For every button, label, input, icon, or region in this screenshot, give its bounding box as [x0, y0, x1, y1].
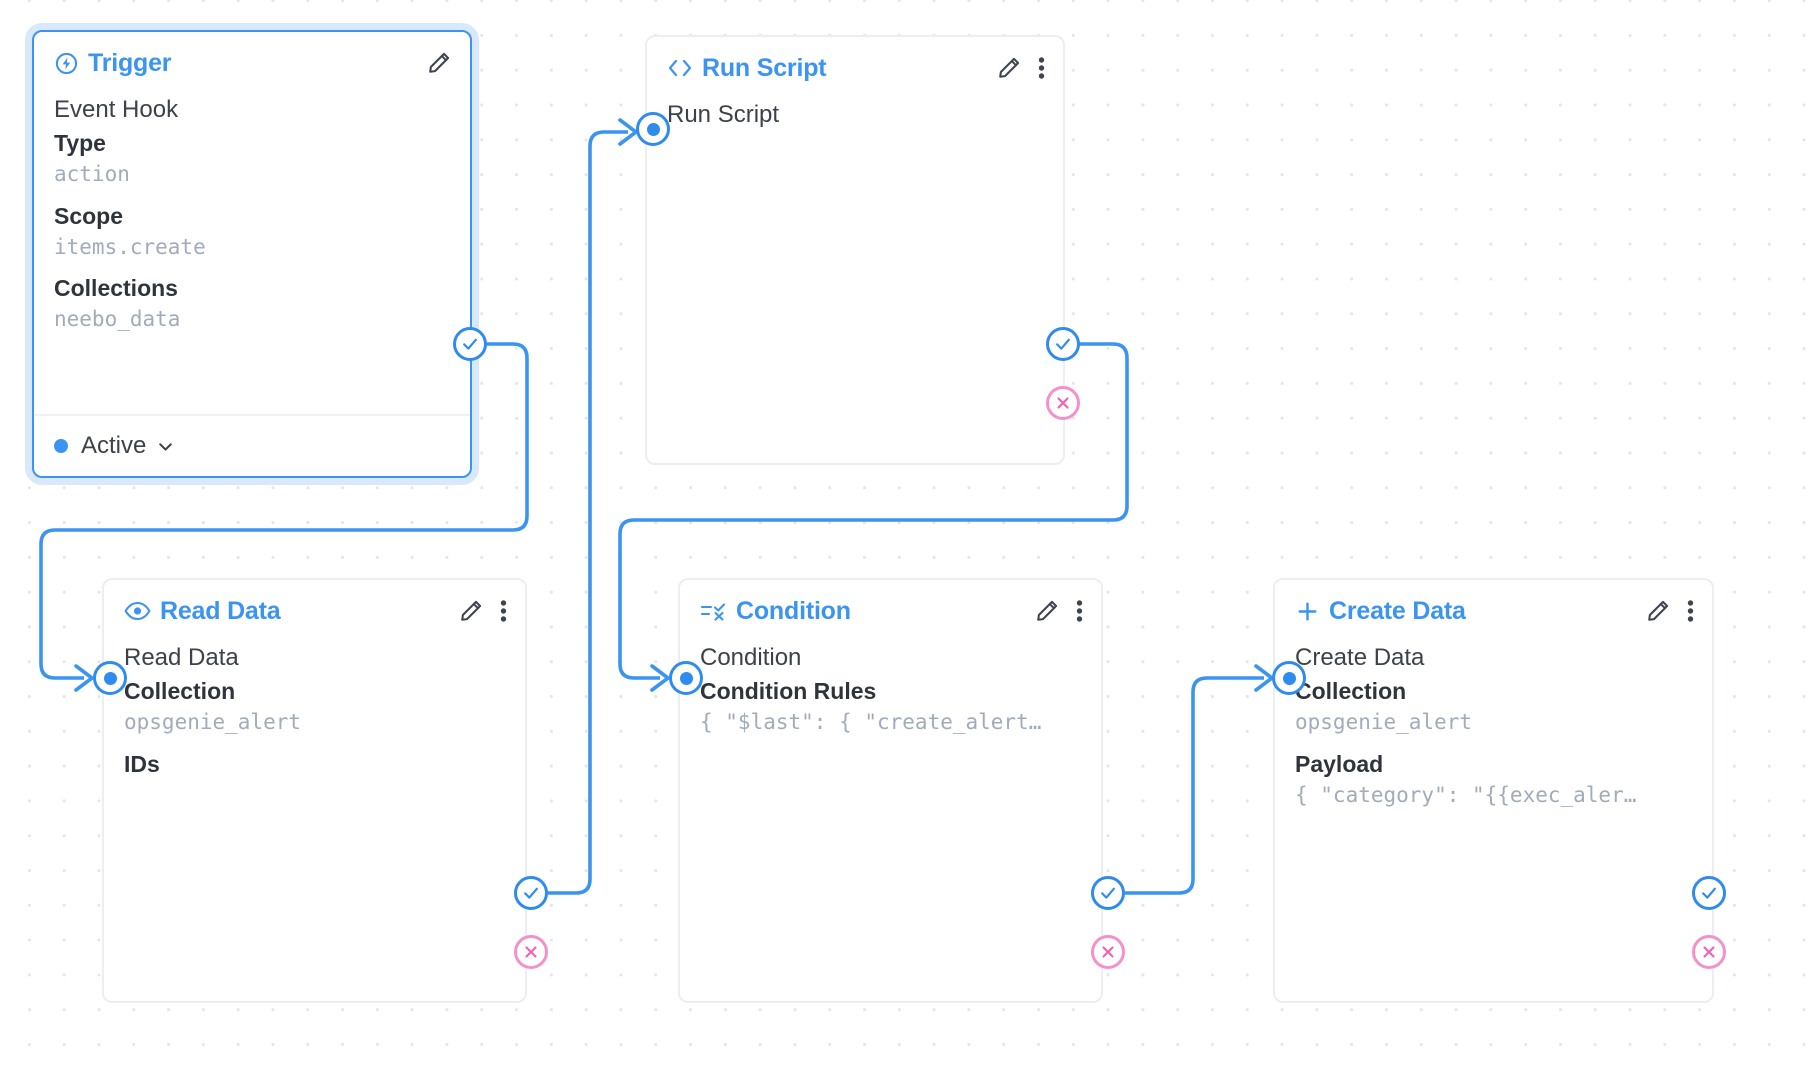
- bolt-circle-icon: [54, 51, 79, 76]
- trigger-header-actions: [426, 50, 452, 76]
- condition-header: Condition: [680, 580, 1101, 642]
- trigger-field-type-label: Type: [54, 130, 106, 157]
- create-data-title-group: Create Data: [1295, 597, 1466, 626]
- edit-icon[interactable]: [1034, 598, 1060, 624]
- create-data-field-collection-value: opsgenie_alert: [1295, 710, 1473, 735]
- create-data-title-label: Create Data: [1329, 596, 1466, 625]
- trigger-field-collections-value: neebo_data: [54, 307, 181, 332]
- trigger-field-type-value: action: [54, 162, 130, 187]
- trigger-output-success-port[interactable]: [453, 327, 487, 361]
- plus-icon: [1295, 599, 1320, 624]
- read-data-output-reject-port[interactable]: [514, 935, 548, 969]
- node-trigger[interactable]: Trigger Event Hook Type action Scope ite…: [32, 30, 472, 478]
- edit-icon[interactable]: [426, 50, 452, 76]
- create-data-body: Create Data Collection opsgenie_alert Pa…: [1275, 642, 1712, 821]
- condition-input-port[interactable]: [669, 661, 703, 695]
- arrow-read-data-input: [74, 664, 94, 692]
- trigger-status-label: Active: [81, 432, 147, 459]
- condition-body: Condition Condition Rules { "$last": { "…: [680, 642, 1101, 749]
- more-vertical-icon[interactable]: [1076, 598, 1083, 624]
- create-data-header: Create Data: [1275, 580, 1712, 642]
- trigger-field-scope-value: items.create: [54, 234, 206, 259]
- read-data-field-collection-label: Collection: [124, 678, 236, 705]
- node-read-data[interactable]: Read Data Read Data Collection opsgenie_…: [102, 578, 527, 1003]
- condition-header-actions: [1034, 598, 1083, 624]
- create-data-body-title: Create Data: [1295, 644, 1425, 671]
- create-data-output-success-port[interactable]: [1692, 876, 1726, 910]
- read-data-output-success-port[interactable]: [514, 876, 548, 910]
- read-data-header: Read Data: [104, 580, 525, 642]
- node-condition[interactable]: Condition Condition Condition Rules { "$…: [678, 578, 1103, 1003]
- condition-title-label: Condition: [736, 596, 851, 625]
- condition-body-title: Condition: [700, 644, 802, 671]
- status-dot-icon: [54, 439, 68, 453]
- condition-title-group: Condition: [700, 597, 851, 626]
- eye-icon: [124, 601, 151, 621]
- arrow-run-script-input: [618, 118, 638, 146]
- trigger-body: Event Hook Type action Scope items.creat…: [34, 94, 470, 346]
- code-brackets-icon: [667, 57, 693, 79]
- chevron-down-icon[interactable]: [155, 436, 176, 457]
- run-script-input-port[interactable]: [636, 112, 670, 146]
- wire-condition-to-create-data: [1125, 676, 1264, 895]
- read-data-title-label: Read Data: [160, 596, 281, 625]
- edit-icon[interactable]: [996, 55, 1022, 81]
- edit-icon[interactable]: [458, 598, 484, 624]
- node-create-data[interactable]: Create Data Create Data Collection opsge…: [1273, 578, 1714, 1003]
- run-script-header-actions: [996, 55, 1045, 81]
- condition-field-rules-value: { "$last": { "create_alert…: [700, 710, 1042, 735]
- trigger-header: Trigger: [34, 32, 470, 94]
- condition-output-success-port[interactable]: [1091, 876, 1125, 910]
- wire-read-data-to-run-script: [548, 130, 628, 895]
- create-data-field-payload-label: Payload: [1295, 750, 1384, 777]
- trigger-title-group: Trigger: [54, 48, 172, 78]
- condition-output-reject-port[interactable]: [1091, 935, 1125, 969]
- run-script-output-reject-port[interactable]: [1046, 386, 1080, 420]
- more-vertical-icon[interactable]: [500, 598, 507, 624]
- create-data-output-reject-port[interactable]: [1692, 935, 1726, 969]
- read-data-title-group: Read Data: [124, 596, 281, 626]
- arrow-condition-input: [650, 664, 670, 692]
- read-data-body: Read Data Collection opsgenie_alert IDs: [104, 642, 525, 781]
- create-data-header-actions: [1645, 598, 1694, 624]
- more-vertical-icon[interactable]: [1038, 55, 1045, 81]
- run-script-body: Run Script: [647, 99, 1063, 133]
- more-vertical-icon[interactable]: [1687, 598, 1694, 624]
- trigger-field-collections-label: Collections: [54, 275, 178, 302]
- create-data-field-collection-label: Collection: [1295, 678, 1407, 705]
- trigger-body-title: Event Hook: [54, 96, 179, 123]
- run-script-title-group: Run Script: [667, 53, 827, 83]
- trigger-field-scope-label: Scope: [54, 202, 124, 229]
- edit-icon[interactable]: [1645, 598, 1671, 624]
- read-data-input-port[interactable]: [93, 661, 127, 695]
- trigger-title-label: Trigger: [88, 48, 172, 77]
- run-script-output-success-port[interactable]: [1046, 327, 1080, 361]
- run-script-title-label: Run Script: [702, 53, 827, 82]
- read-data-body-title: Read Data: [124, 644, 239, 671]
- read-data-header-actions: [458, 598, 507, 624]
- trigger-status-bar[interactable]: Active: [34, 414, 470, 476]
- run-script-header: Run Script: [647, 37, 1063, 99]
- run-script-body-title: Run Script: [667, 101, 780, 128]
- read-data-field-collection-value: opsgenie_alert: [124, 710, 302, 735]
- node-run-script[interactable]: Run Script Run Script: [645, 35, 1065, 465]
- condition-rules-icon: [700, 600, 727, 622]
- create-data-field-payload-value: { "category": "{{exec_aler…: [1295, 782, 1637, 807]
- create-data-input-port[interactable]: [1272, 661, 1306, 695]
- arrow-create-data-input: [1254, 664, 1274, 692]
- condition-field-rules-label: Condition Rules: [700, 678, 877, 705]
- read-data-field-ids-label: IDs: [124, 750, 160, 777]
